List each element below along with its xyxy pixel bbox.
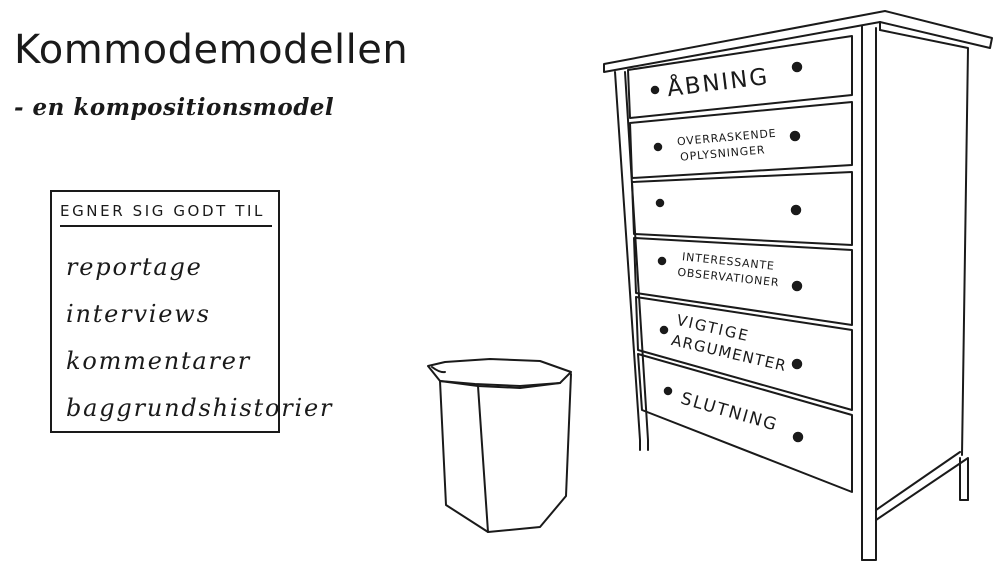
- suitable-for-list: reportage interviews kommentarer baggrun…: [66, 244, 333, 432]
- dresser-drawing: [603, 10, 993, 561]
- wastebasket-drawing: [427, 358, 572, 533]
- drawer-knob-icon: [659, 325, 669, 335]
- drawer-knob-icon: [790, 204, 802, 216]
- drawer-knob-icon: [663, 386, 673, 396]
- drawer-knob-icon: [653, 142, 663, 152]
- drawer-knob-icon: [791, 61, 803, 73]
- list-item: reportage: [66, 253, 203, 281]
- drawer-knob-icon: [650, 85, 660, 95]
- page-subtitle: - en kompositionsmodel: [14, 94, 335, 121]
- list-item: kommentarer: [66, 347, 252, 375]
- drawer-knob-icon: [791, 280, 803, 292]
- suitable-for-divider: [60, 225, 272, 227]
- drawer-label: SLUTNING: [678, 389, 780, 436]
- list-item: interviews: [66, 300, 211, 328]
- drawer-knob-icon: [789, 130, 801, 142]
- suitable-for-header: EGNER SIG GODT TIL: [60, 202, 265, 220]
- drawer-knob-icon: [655, 198, 665, 208]
- drawer-knob-icon: [657, 256, 667, 266]
- suitable-for-box: EGNER SIG GODT TIL reportage interviews …: [50, 190, 331, 433]
- drawer-knob-icon: [791, 358, 803, 370]
- drawer-label: ÅBNING: [665, 62, 770, 102]
- drawer-knob-icon: [792, 431, 804, 443]
- list-item: baggrundshistorier: [66, 394, 334, 422]
- page-title: Kommodemodellen: [14, 27, 409, 73]
